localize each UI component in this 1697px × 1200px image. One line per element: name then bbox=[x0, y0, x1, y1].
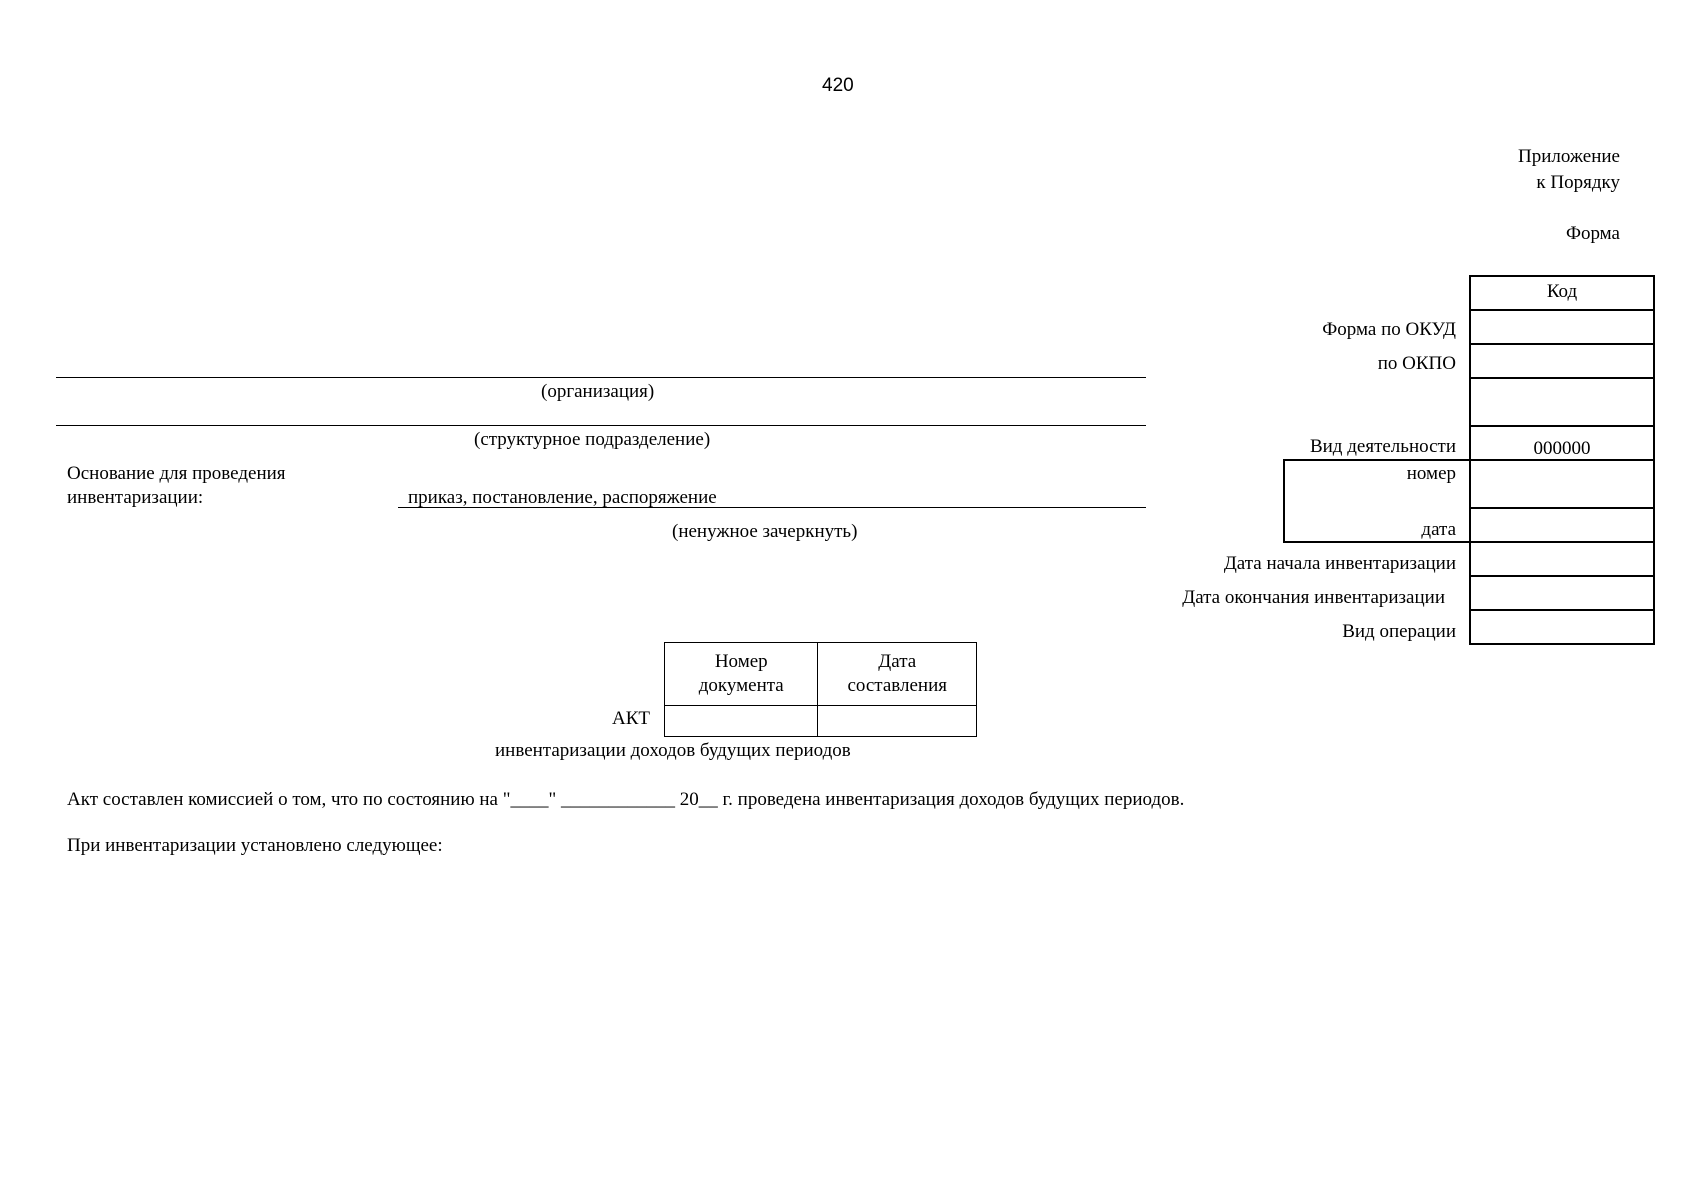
start-date-label: Дата начала инвентаризации bbox=[1223, 553, 1456, 574]
appendix-line-2: к Порядку bbox=[1536, 172, 1620, 193]
operation-cell[interactable] bbox=[1469, 609, 1655, 645]
act-subtitle: инвентаризации доходов будущих периодов bbox=[495, 740, 851, 761]
basis-value[interactable]: приказ, постановление, распоряжение bbox=[408, 487, 717, 508]
page-number: 420 bbox=[822, 75, 854, 96]
subdivision-line[interactable] bbox=[56, 425, 1146, 426]
doc-date-cell[interactable] bbox=[817, 705, 977, 737]
doc-number-cell[interactable] bbox=[663, 705, 819, 737]
activity-code-value: 000000 bbox=[1533, 438, 1591, 459]
basis-caption: (ненужное зачеркнуть) bbox=[672, 521, 858, 542]
activity-label: Вид деятельности bbox=[1309, 436, 1456, 457]
appendix-line-1: Приложение bbox=[1518, 146, 1620, 167]
subdivision-caption: (структурное подразделение) bbox=[474, 429, 711, 450]
end-date-label: Дата окончания инвентаризации bbox=[1182, 587, 1445, 608]
basis-label-1: Основание для проведения bbox=[67, 463, 286, 484]
doc-number-header: Номер документа bbox=[663, 642, 819, 706]
code-header-cell: Код bbox=[1469, 275, 1655, 311]
okpo-code-cell[interactable] bbox=[1469, 343, 1655, 379]
act-doc-table: Номер документа Дата составления bbox=[663, 642, 977, 737]
end-date-cell[interactable] bbox=[1469, 575, 1655, 611]
organization-caption: (организация) bbox=[541, 381, 655, 402]
doc-number-header-1: Номер bbox=[714, 651, 768, 673]
doc-number-header-2: документа bbox=[698, 675, 784, 696]
organization-line[interactable] bbox=[56, 377, 1146, 378]
act-statement: Акт составлен комиссией о том, что по со… bbox=[67, 789, 1185, 810]
doc-date-header-1: Дата bbox=[878, 651, 917, 673]
okpo-label: по ОКПО bbox=[1377, 353, 1456, 374]
basis-number-label: номер bbox=[1406, 463, 1456, 484]
basis-number-cell[interactable] bbox=[1469, 459, 1655, 509]
operation-label: Вид операции bbox=[1342, 621, 1456, 642]
basis-line bbox=[398, 507, 1146, 508]
basis-date-label: дата bbox=[1421, 519, 1456, 540]
basis-label-2: инвентаризации: bbox=[67, 487, 204, 508]
activity-code-cell[interactable]: 000000 bbox=[1469, 425, 1655, 461]
form-label: Форма bbox=[1565, 223, 1620, 244]
act-label: АКТ bbox=[612, 708, 650, 729]
start-date-cell[interactable] bbox=[1469, 541, 1655, 577]
doc-date-header: Дата составления bbox=[817, 642, 977, 706]
blank-code-cell[interactable] bbox=[1469, 377, 1655, 427]
basis-code-bracket bbox=[1283, 459, 1471, 543]
findings-text: При инвентаризации установлено следующее… bbox=[67, 835, 443, 856]
okud-code-cell[interactable] bbox=[1469, 309, 1655, 345]
code-header: Код bbox=[1546, 281, 1578, 302]
basis-date-cell[interactable] bbox=[1469, 507, 1655, 543]
okud-label: Форма по ОКУД bbox=[1322, 319, 1456, 340]
doc-date-header-2: составления bbox=[847, 675, 947, 696]
